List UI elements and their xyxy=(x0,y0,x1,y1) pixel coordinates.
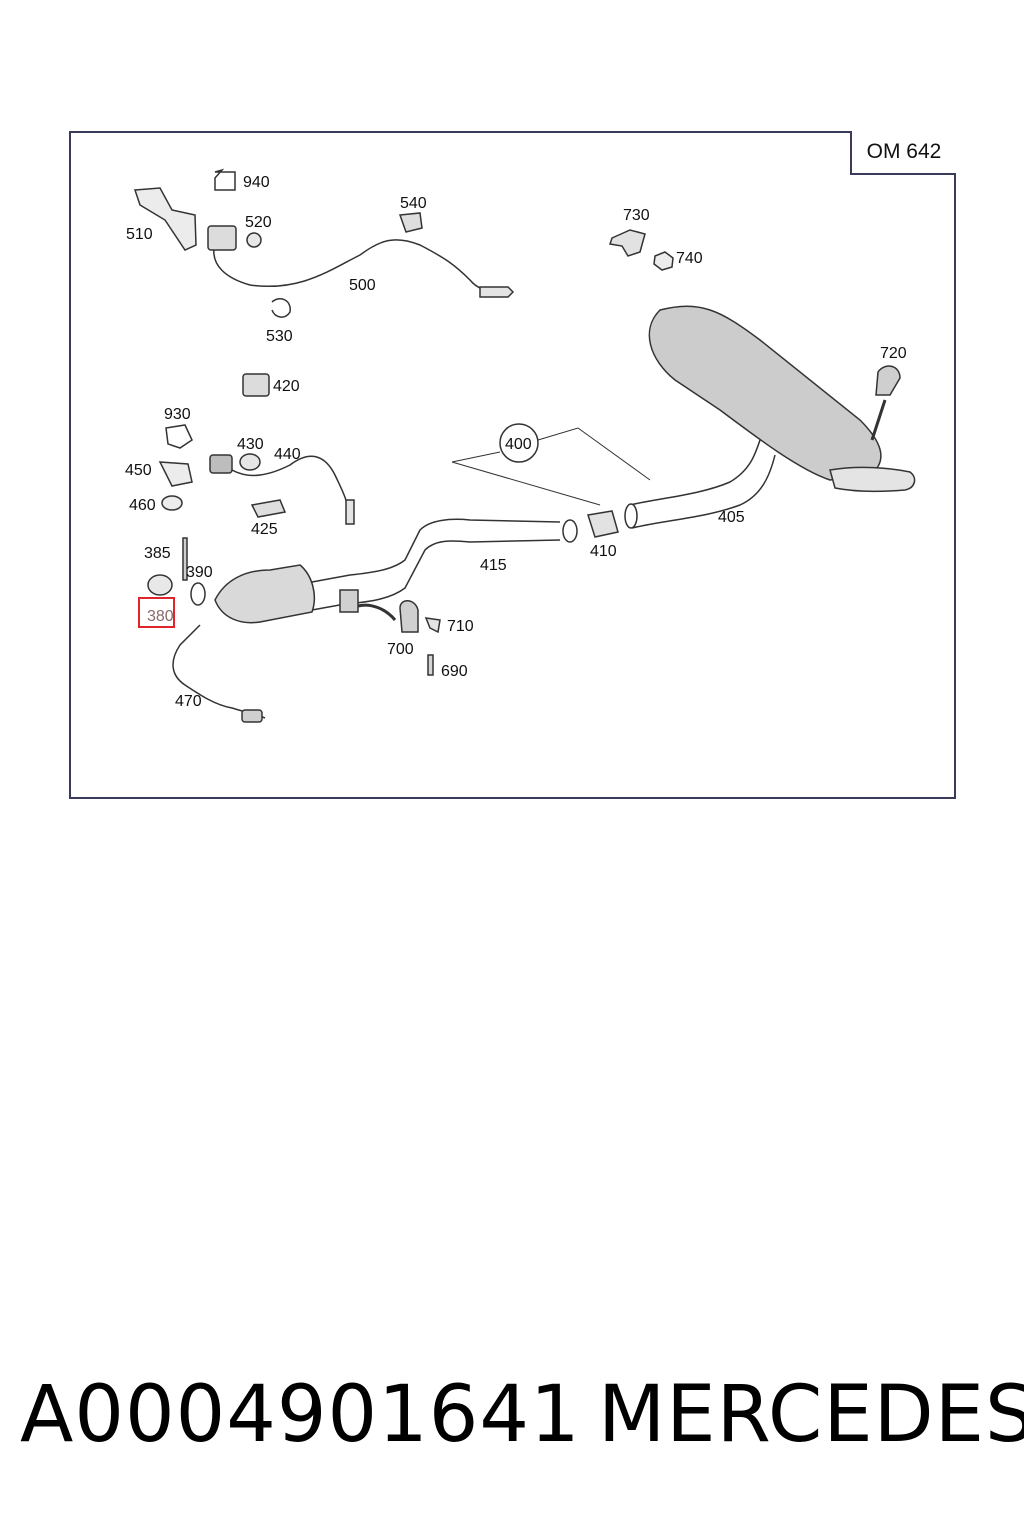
brand-name: MERCEDES xyxy=(598,1370,1024,1460)
gasket-380 xyxy=(147,574,173,596)
highlight-box-380 xyxy=(138,597,175,628)
hanger-700 xyxy=(399,600,419,633)
clip-540 xyxy=(398,212,423,233)
label-425: 425 xyxy=(251,521,278,538)
label-460: 460 xyxy=(129,497,156,514)
connector-940 xyxy=(214,168,236,191)
label-400: 400 xyxy=(505,436,532,453)
nut-430 xyxy=(239,453,261,471)
hanger-720 xyxy=(875,365,901,396)
sensor-440 xyxy=(209,454,355,525)
rear-muffler xyxy=(648,305,916,493)
bracket-425 xyxy=(250,499,287,518)
clamp-420 xyxy=(242,373,270,397)
label-390: 390 xyxy=(186,564,213,581)
engine-code: OM 642 xyxy=(866,140,942,163)
sleeve-410 xyxy=(587,510,619,538)
footer-caption: A0004901641 MERCEDES xyxy=(0,1370,1024,1470)
pipe-hanger-bracket xyxy=(339,589,359,613)
particulate-filter xyxy=(214,518,561,624)
label-690: 690 xyxy=(441,663,468,680)
label-415: 415 xyxy=(480,557,507,574)
label-385: 385 xyxy=(144,545,171,562)
label-940: 940 xyxy=(243,174,270,191)
exhaust-diagram: 940 510 520 540 500 530 730 740 420 720 … xyxy=(125,168,916,723)
sensor-500 xyxy=(207,225,515,298)
label-530: 530 xyxy=(266,328,293,345)
connector-930 xyxy=(165,424,193,449)
diagram-frame xyxy=(69,131,956,799)
label-510: 510 xyxy=(126,226,153,243)
part-number: A0004901641 xyxy=(20,1370,581,1460)
label-410: 410 xyxy=(590,543,617,560)
callout-400-circle xyxy=(499,423,539,463)
pipe-415-end xyxy=(562,519,578,543)
label-720: 720 xyxy=(880,345,907,362)
bracket-730 xyxy=(609,229,646,257)
bolt-690 xyxy=(427,654,434,676)
arrow-700 xyxy=(357,603,397,621)
engine-code-box: OM 642 xyxy=(850,131,956,175)
label-710: 710 xyxy=(447,618,474,635)
label-540: 540 xyxy=(400,195,427,212)
bracket-510 xyxy=(133,187,197,251)
label-430: 430 xyxy=(237,436,264,453)
label-740: 740 xyxy=(676,250,703,267)
label-730: 730 xyxy=(623,207,650,224)
label-450: 450 xyxy=(125,462,152,479)
nut-740 xyxy=(653,251,674,271)
label-405: 405 xyxy=(718,509,745,526)
bracket-450 xyxy=(158,461,193,487)
label-520: 520 xyxy=(245,214,272,231)
label-470: 470 xyxy=(175,693,202,710)
leader-400 xyxy=(451,427,651,506)
label-500: 500 xyxy=(349,277,376,294)
label-440: 440 xyxy=(274,446,301,463)
label-380: 380 xyxy=(147,608,174,625)
nut-460 xyxy=(161,495,183,511)
seal-390 xyxy=(190,582,206,606)
nut-520 xyxy=(246,232,262,248)
label-700: 700 xyxy=(387,641,414,658)
arrow-720 xyxy=(870,399,887,441)
label-420: 420 xyxy=(273,378,300,395)
sensor-470 xyxy=(172,624,266,723)
clip-530 xyxy=(271,298,291,318)
bolt-385 xyxy=(182,537,188,581)
bracket-710 xyxy=(424,617,441,634)
label-930: 930 xyxy=(164,406,191,423)
pipe-405 xyxy=(624,439,776,529)
